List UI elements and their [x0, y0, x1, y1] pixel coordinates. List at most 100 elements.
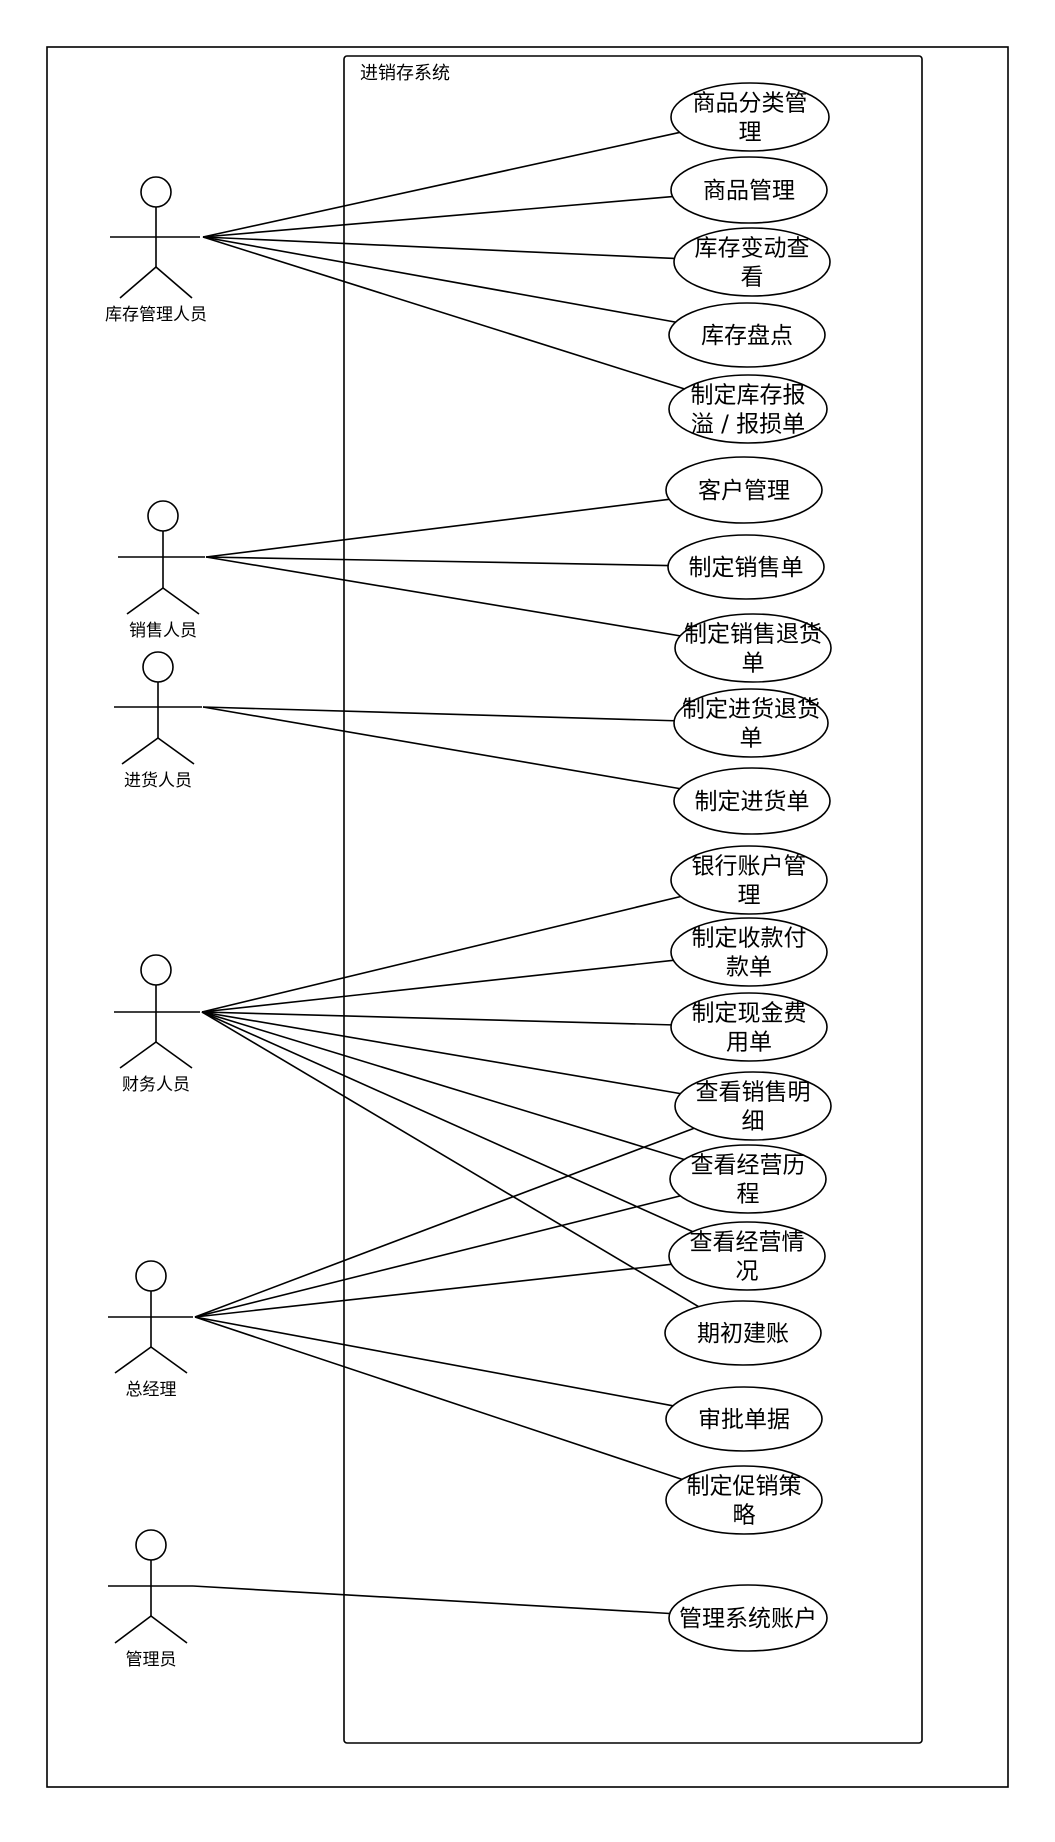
actor-right-leg [155, 1041, 193, 1069]
outer-frame [46, 46, 1009, 1788]
use-case-label: 制定销售退货 [684, 622, 822, 648]
use-case-label: 制定销售单 [689, 555, 804, 581]
association-line [205, 556, 669, 567]
association-line [194, 1263, 672, 1318]
use-case-label: 单 [740, 726, 763, 752]
actor: 库存管理人员 [105, 176, 207, 325]
use-case-label: 略 [733, 1503, 756, 1529]
use-case-ellipse [669, 1144, 827, 1214]
use-case-ellipse [670, 845, 828, 915]
actor-right-leg [157, 737, 195, 765]
association-line [194, 1195, 681, 1318]
actor-left-leg [126, 587, 164, 615]
use-case-label: 库存变动查 [695, 236, 810, 262]
use-case-label: 制定库存报 [691, 383, 806, 409]
use-case-ellipse [673, 767, 831, 835]
use-case: 制定进货单 [673, 767, 831, 835]
use-case: 商品管理 [670, 156, 828, 224]
use-case-label: 单 [742, 651, 765, 677]
association-line [201, 1011, 681, 1095]
actor-label: 财务人员 [122, 1075, 190, 1095]
association-line [202, 236, 676, 323]
actor-left-leg [114, 1615, 152, 1644]
actor-head [135, 1529, 167, 1561]
use-case-label: 款单 [726, 955, 772, 981]
actor-head [142, 651, 174, 683]
use-case-label: 程 [737, 1182, 760, 1208]
association-line [201, 1011, 672, 1026]
use-case-ellipse [673, 227, 831, 297]
association-line [202, 236, 685, 390]
use-case-label: 用单 [726, 1030, 772, 1056]
use-case-ellipse [670, 82, 830, 152]
use-case-label: 况 [736, 1259, 759, 1285]
actor-left-leg [121, 737, 159, 765]
actor-label: 管理员 [126, 1650, 177, 1670]
association-line [202, 195, 673, 238]
use-case-ellipse [674, 613, 832, 683]
association-line [194, 1316, 683, 1481]
association-line [205, 498, 670, 558]
use-case-label: 银行账户管 [692, 854, 807, 880]
actor-head [135, 1260, 167, 1292]
use-case-label: 细 [742, 1109, 765, 1135]
actor: 管理员 [108, 1529, 193, 1670]
actor-label: 销售人员 [129, 621, 197, 641]
system-title: 进销存系统 [360, 63, 450, 84]
use-case-label: 看 [741, 265, 764, 291]
association-line [202, 131, 680, 238]
use-case: 审批单据 [665, 1386, 823, 1452]
use-case-label: 制定进货退货 [682, 697, 820, 723]
actor: 进货人员 [114, 651, 202, 791]
actor: 总经理 [108, 1260, 193, 1400]
association-line [202, 236, 675, 260]
use-case-ellipse [665, 456, 823, 524]
actor-left-leg [119, 1041, 157, 1069]
use-case-ellipse [673, 688, 829, 758]
use-case-label: 查看经营历 [691, 1153, 806, 1179]
actor-label: 库存管理人员 [105, 305, 207, 325]
use-case-label: 查看销售明 [696, 1080, 811, 1106]
use-case-label: 制定促销策 [687, 1474, 802, 1500]
use-case: 管理系统账户 [668, 1584, 828, 1652]
actor-head [147, 500, 179, 532]
actor-right-leg [150, 1346, 188, 1374]
use-case: 客户管理 [665, 456, 823, 524]
use-case: 库存盘点 [668, 302, 826, 368]
use-case-label: 客户管理 [698, 478, 790, 504]
use-case-ellipse [665, 1386, 823, 1452]
actor-head [140, 176, 172, 208]
use-case-ellipse [674, 1071, 832, 1141]
use-case-label: 查看经营情 [690, 1230, 805, 1256]
actor-label: 进货人员 [124, 771, 192, 791]
association-line [201, 1011, 685, 1161]
actor-left-leg [119, 266, 157, 299]
use-case-ellipse [668, 302, 826, 368]
use-case-label: 制定现金费 [692, 1001, 807, 1027]
use-case-ellipse [667, 534, 825, 600]
use-case-label: 商品管理 [703, 178, 795, 204]
actor-left-leg [114, 1346, 152, 1374]
system-boundary [343, 55, 923, 1744]
use-case-label: 审批单据 [698, 1407, 790, 1433]
association-line [201, 1011, 700, 1308]
use-case: 期初建账 [664, 1300, 822, 1366]
use-case-ellipse [670, 156, 828, 224]
use-case-label: 制定收款付 [692, 926, 807, 952]
association-line [201, 1011, 693, 1233]
use-case-ellipse [668, 1584, 828, 1652]
association-line [194, 1127, 695, 1318]
association-line [202, 706, 675, 722]
actor-right-leg [155, 266, 193, 299]
